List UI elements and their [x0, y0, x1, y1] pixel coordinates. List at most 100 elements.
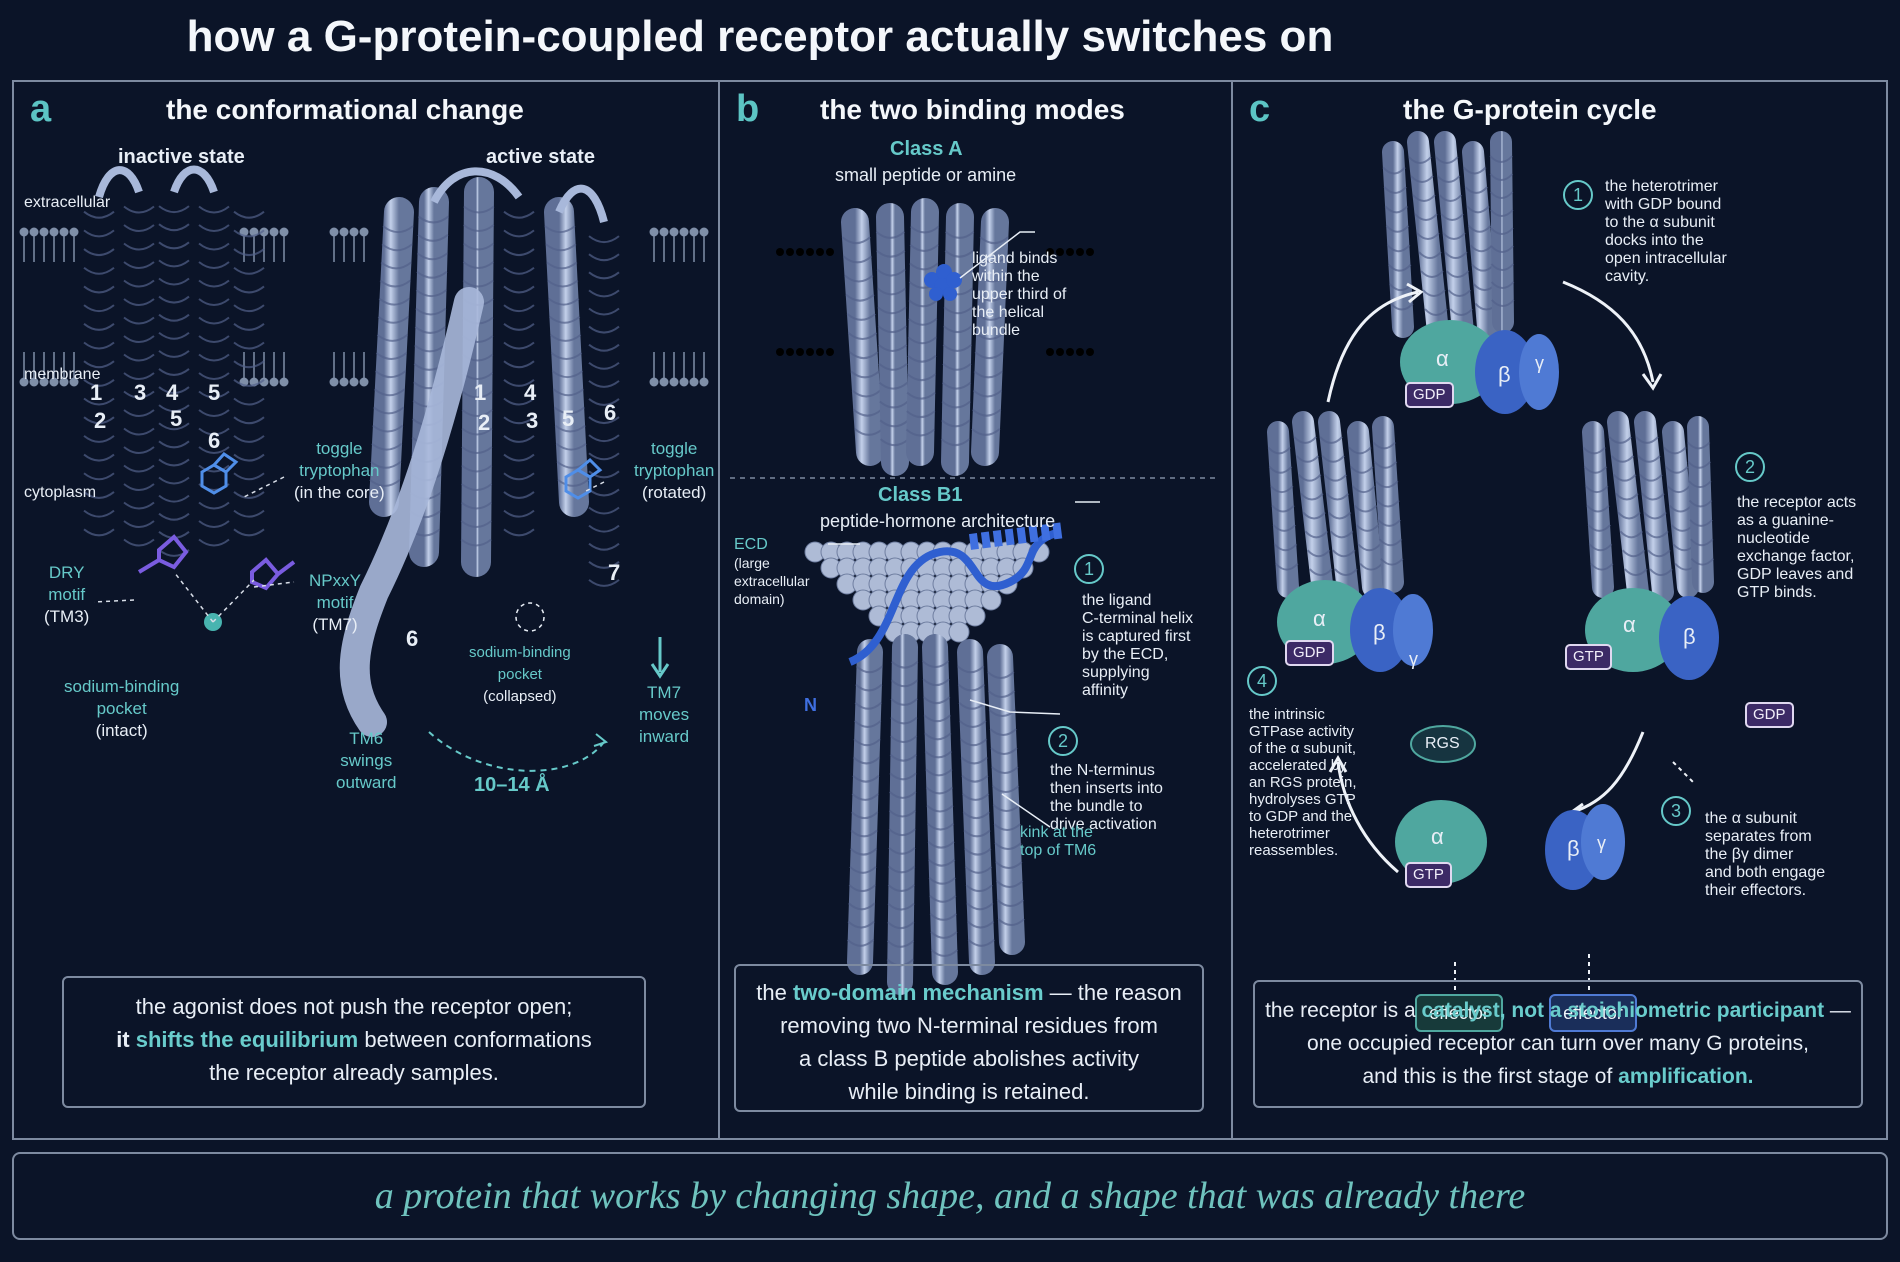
helix-number-label: 3 — [526, 408, 539, 433]
rgs-label: RGS — [1425, 735, 1460, 752]
panel-b-conclusion: the two-domain mechanism — the reason re… — [734, 964, 1204, 1112]
beta-label-top: β — [1498, 362, 1511, 387]
panel-b-heading: the two binding modes — [820, 94, 1125, 125]
cycle-step-1-number: 1 — [1563, 180, 1593, 210]
class-a-ligand-icon — [924, 264, 962, 301]
inactive-state-label: inactive state — [118, 146, 245, 168]
class-b1-title: Class B1 — [878, 484, 963, 506]
receptor-illustrations — [19, 165, 709, 772]
active-state-label: active state — [486, 146, 595, 168]
binding-mode-illustrations — [730, 198, 1220, 995]
beta-label-right: β — [1683, 624, 1696, 649]
panel-a-heading: the conformational change — [166, 94, 524, 125]
gdp-tag-top: GDP — [1405, 382, 1454, 408]
alpha-label-free: α — [1431, 824, 1444, 849]
gamma-label-left: γ — [1409, 649, 1418, 669]
beta-label-left: β — [1373, 620, 1386, 645]
helix-number-label: 7 — [608, 560, 621, 585]
helix-number-label: 2 — [94, 408, 107, 433]
toggle-tryptophan-active-icon — [564, 457, 603, 500]
helix-number-label: 2 — [478, 410, 491, 435]
helix-number-label: 4 — [524, 380, 537, 405]
panel-c-heading: the G-protein cycle — [1403, 94, 1657, 125]
caption-box: a protein that works by changing shape, … — [12, 1152, 1888, 1240]
inactive-receptor-helices — [83, 165, 265, 587]
cycle-step-3-number: 3 — [1661, 796, 1691, 826]
alpha-label-right: α — [1623, 612, 1636, 637]
effector-box-alpha: effector — [1415, 994, 1503, 1032]
membrane-label: membrane — [24, 366, 101, 383]
gtp-tag-right: GTP — [1565, 644, 1612, 670]
cycle-receptors — [1267, 131, 1715, 603]
toggle-tryptophan-inactive-icon — [200, 452, 239, 495]
dry-motif-icon — [137, 534, 189, 574]
helix-number-label: 1 — [474, 380, 487, 405]
gamma-label-free: γ — [1597, 833, 1606, 853]
cytoplasm-label: cytoplasm — [24, 484, 97, 501]
distance-label: 10–14 Å — [474, 774, 550, 796]
panel-b: b the two binding modes Class A small pe… — [718, 80, 1233, 1140]
released-gdp-tag: GDP — [1745, 702, 1794, 728]
cycle-arrow-4-1 — [1326, 290, 1419, 403]
class-b-step-2-number: 2 — [1048, 726, 1078, 756]
helix-number-label: 5 — [170, 406, 183, 431]
class-a-receptor — [776, 198, 1094, 476]
free-beta-gamma-dimer — [1545, 804, 1625, 890]
distance-arrow — [428, 731, 605, 772]
gdp-tag-left: GDP — [1285, 640, 1334, 666]
panel-c: c the G-protein cycle — [1231, 80, 1888, 1140]
helix-number-label: 6 — [604, 400, 617, 425]
extracellular-label: extracellular — [24, 194, 111, 211]
helix-number-label: 5 — [562, 406, 575, 431]
panel-b-letter: b — [736, 88, 760, 130]
caption-text: a protein that works by changing shape, … — [374, 1175, 1526, 1217]
panel-c-conclusion: the receptor is a catalyst, not a stoich… — [1253, 980, 1863, 1108]
panel-a-conclusion: the agonist does not push the receptor o… — [62, 976, 646, 1108]
class-b-peptide-helix — [848, 528, 1062, 666]
cycle-arrow-3-4 — [1336, 761, 1399, 874]
beta-label-free: β — [1567, 836, 1580, 861]
alpha-label-top: α — [1436, 346, 1449, 371]
cycle-step-2-number: 2 — [1735, 452, 1765, 482]
tm6-outward-helix — [339, 287, 484, 737]
gamma-label-top: γ — [1535, 353, 1544, 373]
cycle-arrow-1-2 — [1562, 280, 1655, 383]
sodium-pocket-collapsed-icon — [515, 602, 545, 632]
g-protein-cycle-illustration — [1267, 131, 1719, 992]
cycle-arrow-2-3 — [1572, 731, 1645, 814]
alpha-label-left: α — [1313, 606, 1326, 631]
class-b-step-1-number: 1 — [1074, 554, 1104, 584]
main-title: how a G-protein-coupled receptor actuall… — [186, 12, 1334, 61]
helix-number-label: 5 — [208, 380, 221, 405]
n-terminus-label: N — [804, 695, 817, 715]
npxxy-motif-icon — [250, 557, 296, 591]
gtp-tag-free: GTP — [1405, 862, 1452, 888]
panel-a-letter: a — [30, 88, 52, 130]
helix-number-label: 6 — [208, 428, 221, 453]
helix-number-label: 1 — [90, 380, 103, 405]
membrane-bilayer-left — [19, 227, 709, 387]
rgs-protein-icon — [1410, 725, 1476, 763]
active-receptor-helices — [369, 167, 620, 617]
cycle-step-4-number: 4 — [1247, 666, 1277, 696]
panel-c-letter: c — [1249, 88, 1271, 130]
helix-number-label: 6 — [406, 626, 419, 651]
class-a-title: Class A — [890, 138, 963, 160]
